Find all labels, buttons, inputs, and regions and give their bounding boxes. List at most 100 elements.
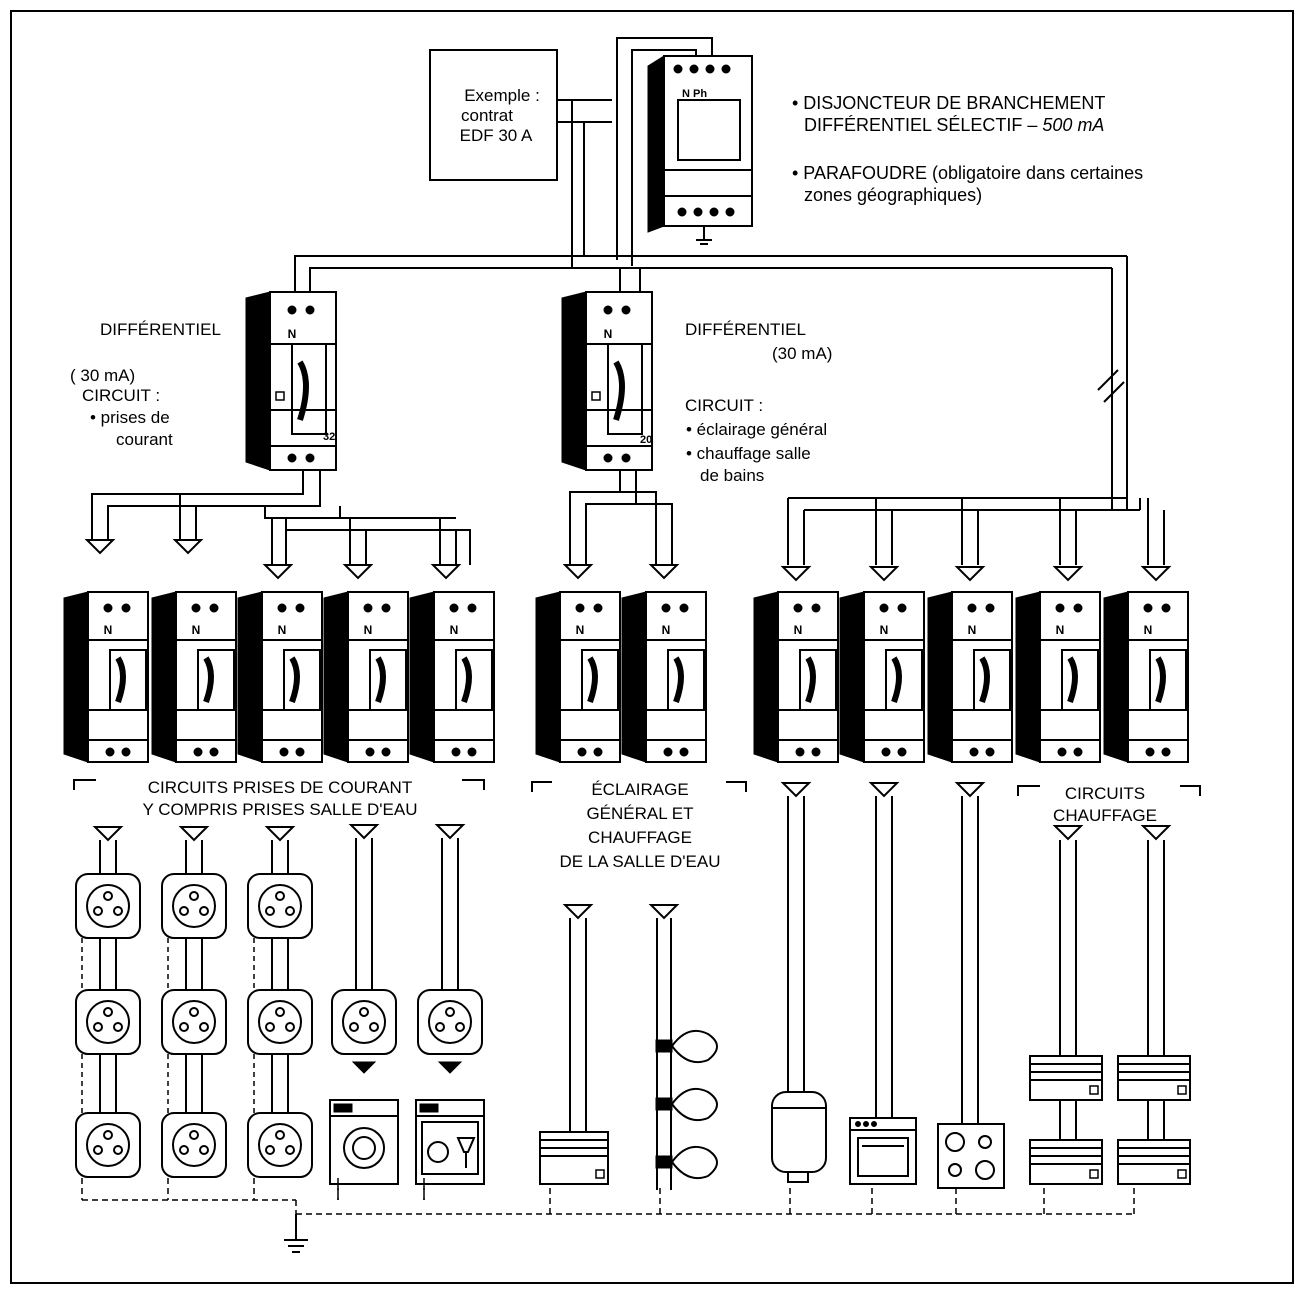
terminal-screw <box>709 207 719 217</box>
neutral-label: N <box>104 623 113 637</box>
terminal-screw <box>969 747 979 757</box>
terminal-screw <box>621 305 631 315</box>
light-bulb-icon <box>655 1088 718 1122</box>
arrow-down-icon <box>780 566 812 582</box>
socket-pin <box>445 1007 455 1017</box>
terminal-screw <box>811 603 821 613</box>
arrow-down-icon <box>1140 566 1172 582</box>
terminal-screw <box>661 603 671 613</box>
terminal-screw <box>967 603 977 613</box>
light-bulb-icon <box>655 1030 718 1064</box>
breaker-side <box>409 591 435 763</box>
parafoudre-line-2: zones géographiques) <box>804 185 983 205</box>
cooktop-icon <box>937 1123 1005 1189</box>
cooktop-burner <box>945 1132 965 1152</box>
notes-disjoncteur: • DISJONCTEUR DE BRANCHEMENT DIFFÉRENTIE… <box>792 92 1105 136</box>
bulb-glass <box>670 1088 718 1122</box>
terminal-screw <box>1161 603 1171 613</box>
socket-hole <box>93 1022 103 1032</box>
socket-hole <box>93 1145 103 1155</box>
socket-hole <box>435 1022 445 1032</box>
arrow-down-icon <box>342 564 374 580</box>
neutral-label: N <box>1056 623 1065 637</box>
terminal-screw <box>1161 747 1171 757</box>
terminal-screw <box>577 747 587 757</box>
circuit-breaker-7: N <box>621 591 707 763</box>
distribution-wire <box>636 503 673 565</box>
socket-hole <box>455 1022 465 1032</box>
appliance-cable <box>441 838 459 990</box>
terminal-screw <box>985 603 995 613</box>
breaker-side <box>237 591 263 763</box>
arrow-down-icon <box>562 564 594 580</box>
socket-hole <box>285 1145 295 1155</box>
distribution-wire <box>285 518 471 565</box>
group-prises-line-2: Y COMPRIS PRISES SALLE D'EAU <box>142 800 418 819</box>
arrow-down-icon <box>868 566 900 582</box>
socket-pin <box>275 1007 285 1017</box>
rcd-middle-rating: (30 mA) <box>772 344 833 363</box>
terminal-screw <box>897 603 907 613</box>
loads <box>75 782 1191 1190</box>
rcd-test-button <box>275 391 285 401</box>
terminal-screw <box>105 747 115 757</box>
terminal-screw <box>621 453 631 463</box>
neutral-label: N <box>364 623 373 637</box>
breaker-side <box>927 591 953 763</box>
socket-face <box>86 1000 130 1044</box>
socket-hole <box>369 1022 379 1032</box>
socket-icon <box>161 989 227 1055</box>
terminal-screw <box>365 747 375 757</box>
group-eclairage-line-3: CHAUFFAGE <box>588 828 692 847</box>
terminal-screw <box>287 453 297 463</box>
distribution-wire <box>91 470 304 540</box>
distribution-wire <box>107 470 321 540</box>
terminal-screw <box>191 603 201 613</box>
terminal-screw <box>279 747 289 757</box>
breaker-toggle <box>375 656 386 704</box>
socket-icon <box>247 1112 313 1178</box>
main-breaker-side <box>647 55 665 233</box>
terminal-screw <box>689 64 699 74</box>
breaker-side <box>839 591 865 763</box>
main-breaker-window <box>677 99 741 161</box>
oven-knob <box>871 1121 877 1127</box>
disjoncteur-rating: 500 mA <box>1042 115 1105 135</box>
terminal-screw <box>603 453 613 463</box>
bulb-socket <box>655 1097 673 1111</box>
rcd-left-circuit-label: CIRCUIT : <box>82 386 161 405</box>
terminal-screw <box>209 603 219 613</box>
arrow-down-icon <box>562 904 594 920</box>
cooktop-cable <box>961 796 979 1124</box>
group-bracket <box>531 781 552 792</box>
water-heater-base <box>787 1171 809 1183</box>
socket-pin <box>103 1007 113 1017</box>
lighting-cable <box>656 918 672 1190</box>
terminal-screw <box>897 747 907 757</box>
radiator-control <box>1089 1085 1099 1095</box>
washing-machine-drum <box>352 1136 376 1160</box>
breaker-toggle <box>673 656 684 704</box>
terminal-screw <box>121 747 131 757</box>
socket-face <box>172 1123 216 1167</box>
oven-door <box>857 1137 909 1177</box>
socket-hole <box>349 1022 359 1032</box>
circuit-breaker-3: N <box>237 591 323 763</box>
rcd-middle: N <box>561 291 653 471</box>
dishwasher-glass <box>456 1137 476 1168</box>
water-heater-icon <box>771 1091 827 1183</box>
terminal-screw <box>603 305 613 315</box>
contract-line-2: contrat <box>461 106 513 125</box>
group-chauffage-line-2: CHAUFFAGE <box>1053 806 1157 825</box>
radiator-icon <box>1117 1055 1191 1101</box>
socket-pin <box>189 1007 199 1017</box>
rcd-middle-calibre: 20 <box>640 434 653 446</box>
socket-face <box>172 1000 216 1044</box>
socket-hole <box>285 1022 295 1032</box>
disjoncteur-line-2-text: DIFFÉRENTIEL SÉLECTIF – <box>804 115 1038 135</box>
socket-hole <box>113 1145 123 1155</box>
breaker-side <box>1103 591 1129 763</box>
arrow-down-icon <box>954 566 986 582</box>
socket-pin <box>103 1130 113 1140</box>
